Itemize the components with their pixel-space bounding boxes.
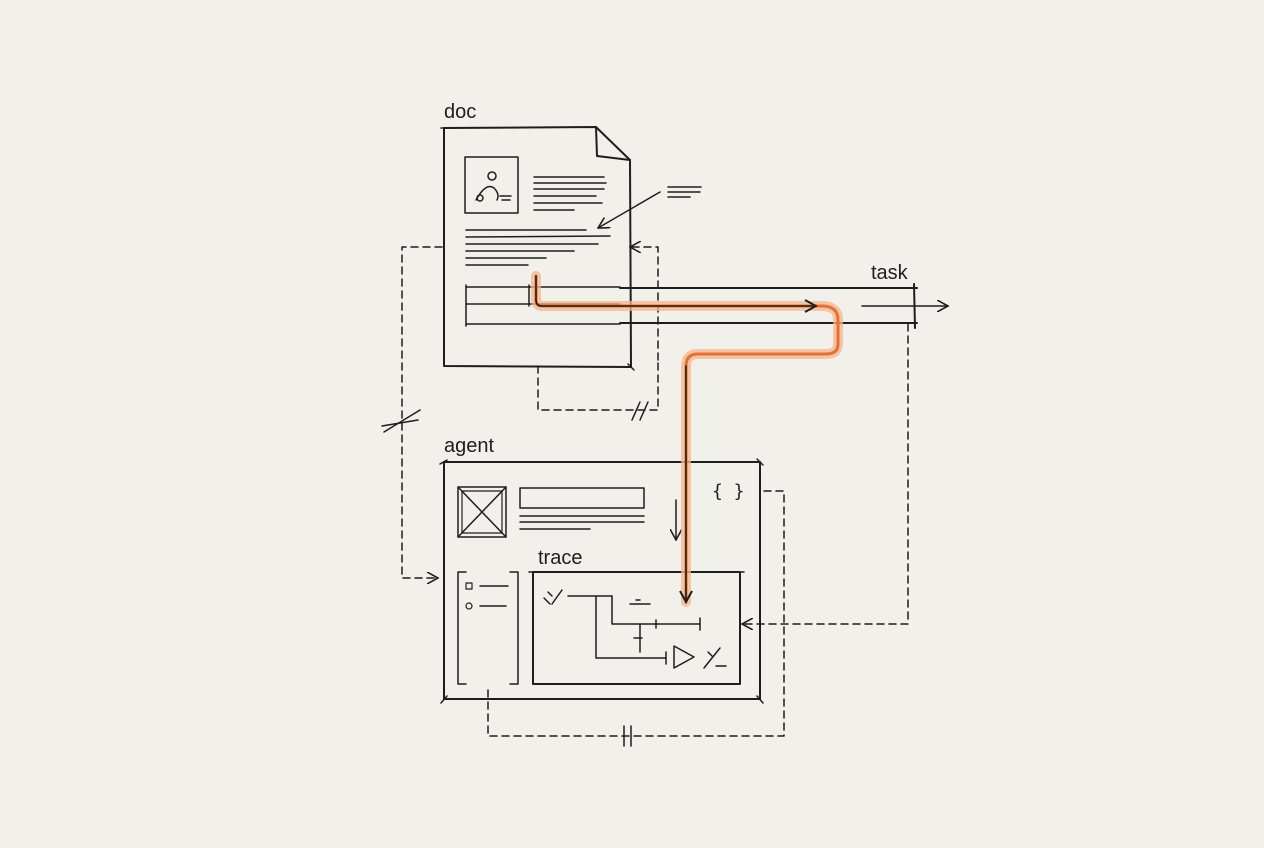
task-node: task: [619, 262, 948, 329]
doc-label: doc: [444, 101, 476, 123]
loop-into-doc-dashed-link: [630, 247, 659, 361]
image-placeholder-icon: [457, 486, 507, 538]
trace-panel: trace: [528, 547, 745, 685]
agent-label: agent: [444, 435, 494, 457]
dashed-connectors: [381, 246, 909, 747]
flow-doc-to-task-arrow: [535, 275, 816, 306]
doc-page-fold: [595, 126, 631, 161]
doc-annotation-callout: [598, 186, 702, 228]
doc-to-agent-dashed-link: [401, 246, 443, 578]
agent-list-column: [457, 571, 519, 685]
task-to-trace-dashed-link: [742, 323, 909, 624]
left-break-mark-1: [383, 409, 421, 433]
highlighted-flow: [531, 271, 843, 607]
trace-tree-trunk: [595, 595, 667, 659]
trace-panel-outline: [532, 571, 741, 685]
play-triangle-icon: [673, 645, 695, 669]
doc-page-outline: [443, 126, 632, 368]
agent-node: agent { }: [439, 435, 764, 704]
doc-loop-break-2: [639, 401, 649, 421]
doc-paragraph-lines: [465, 229, 611, 266]
percent-glyph-icon: [543, 589, 563, 605]
trace-result-mark: [703, 647, 727, 669]
agent-bottom-dashed-loop: [487, 490, 785, 737]
task-label: task: [871, 262, 909, 284]
left-break-mark-2: [381, 419, 419, 427]
doc-node: doc: [440, 101, 702, 371]
person-image-icon: [464, 156, 519, 214]
trace-label: trace: [538, 547, 582, 569]
braces-icon: { }: [712, 481, 745, 502]
trace-tree-branch: [611, 595, 701, 625]
agent-header-lines: [519, 487, 645, 530]
doc-loop-break-1: [631, 401, 641, 421]
doc-text-lines-top: [533, 176, 607, 211]
